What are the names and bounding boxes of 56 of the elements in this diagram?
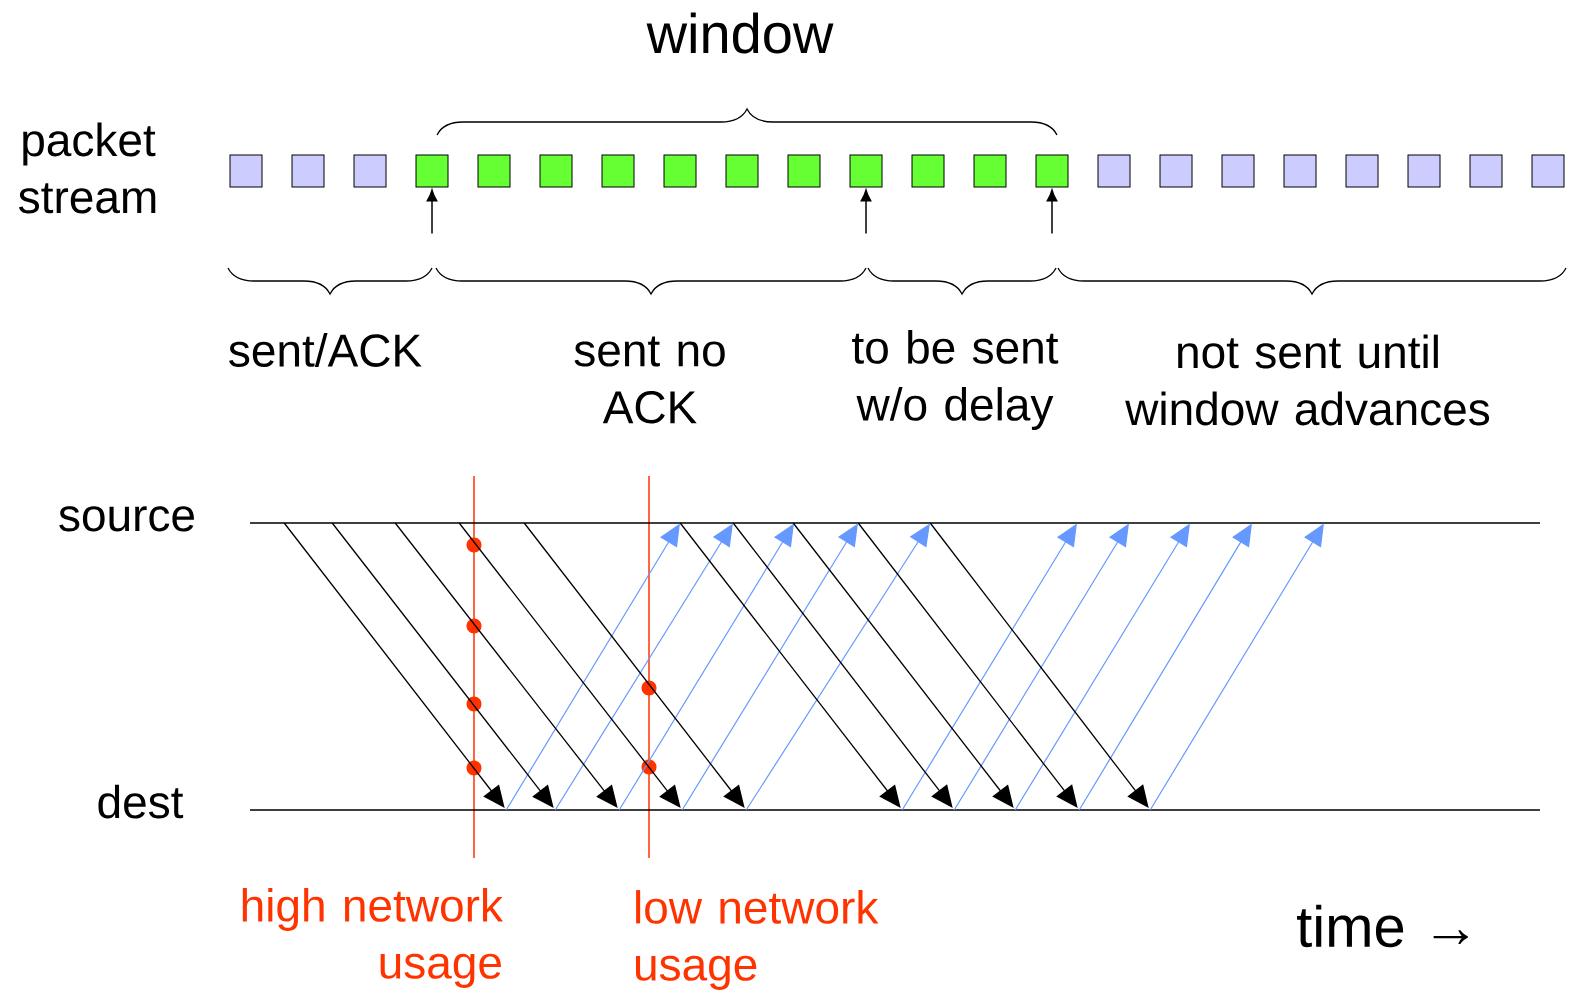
packet-box	[1407, 154, 1441, 188]
packet-box	[1159, 154, 1193, 188]
packet-box	[291, 154, 325, 188]
ack-arrow	[953, 524, 1129, 811]
packet-arrow	[857, 522, 1078, 808]
ack-arrow	[618, 524, 794, 811]
packet-box	[1531, 154, 1565, 188]
label: high network usage	[242, 888, 503, 988]
packet-box	[353, 154, 387, 188]
label: to be sent w/o delay	[852, 330, 1059, 430]
ack-arrow	[1078, 524, 1252, 811]
packet-box	[477, 154, 511, 188]
label: window	[646, 12, 834, 54]
packet-box	[601, 154, 635, 188]
pointer-arrow	[1046, 189, 1058, 235]
label: time →	[1297, 904, 1468, 948]
timeline: dest	[98, 784, 1541, 819]
label: sent no ACK	[574, 336, 725, 424]
ack-arrow	[745, 524, 930, 811]
packet-arrow	[929, 522, 1149, 808]
packet-box	[725, 154, 759, 188]
packet-arrow	[732, 522, 953, 808]
packet-arrow	[679, 522, 901, 808]
label: not sent until window advances	[1125, 334, 1490, 426]
packet-box	[229, 154, 263, 188]
packet-box	[415, 154, 449, 188]
packet-box	[1035, 154, 1069, 188]
packet-box	[911, 154, 945, 188]
packet-box	[1283, 154, 1317, 188]
ack-arrow	[681, 524, 858, 811]
packet-box	[1221, 154, 1255, 188]
ack-arrow	[554, 524, 733, 811]
ack-arrow	[1149, 524, 1324, 811]
packet-box	[1097, 154, 1131, 188]
pointer-arrow	[860, 189, 872, 235]
label: sent/ACK	[229, 333, 422, 367]
label: packet stream	[19, 122, 156, 214]
timeline: source	[59, 506, 1541, 532]
packet-arrow	[283, 522, 505, 808]
ack-arrow	[901, 524, 1077, 811]
pointer-arrow	[426, 189, 438, 235]
ack-arrow	[505, 524, 680, 811]
packet-box	[849, 154, 883, 188]
packet-arrow	[394, 522, 618, 808]
packet-box	[1469, 154, 1503, 188]
packet-box	[973, 154, 1007, 188]
ack-arrow	[1014, 524, 1190, 811]
packet-arrow	[331, 522, 554, 808]
packet-arrow	[792, 522, 1014, 808]
label: low network usage	[636, 890, 879, 990]
packet-arrow	[523, 522, 745, 808]
packet-box	[787, 154, 821, 188]
packet-box	[539, 154, 573, 188]
packet-box	[663, 154, 697, 188]
packet-box	[1345, 154, 1379, 188]
packet-arrow	[458, 522, 681, 808]
